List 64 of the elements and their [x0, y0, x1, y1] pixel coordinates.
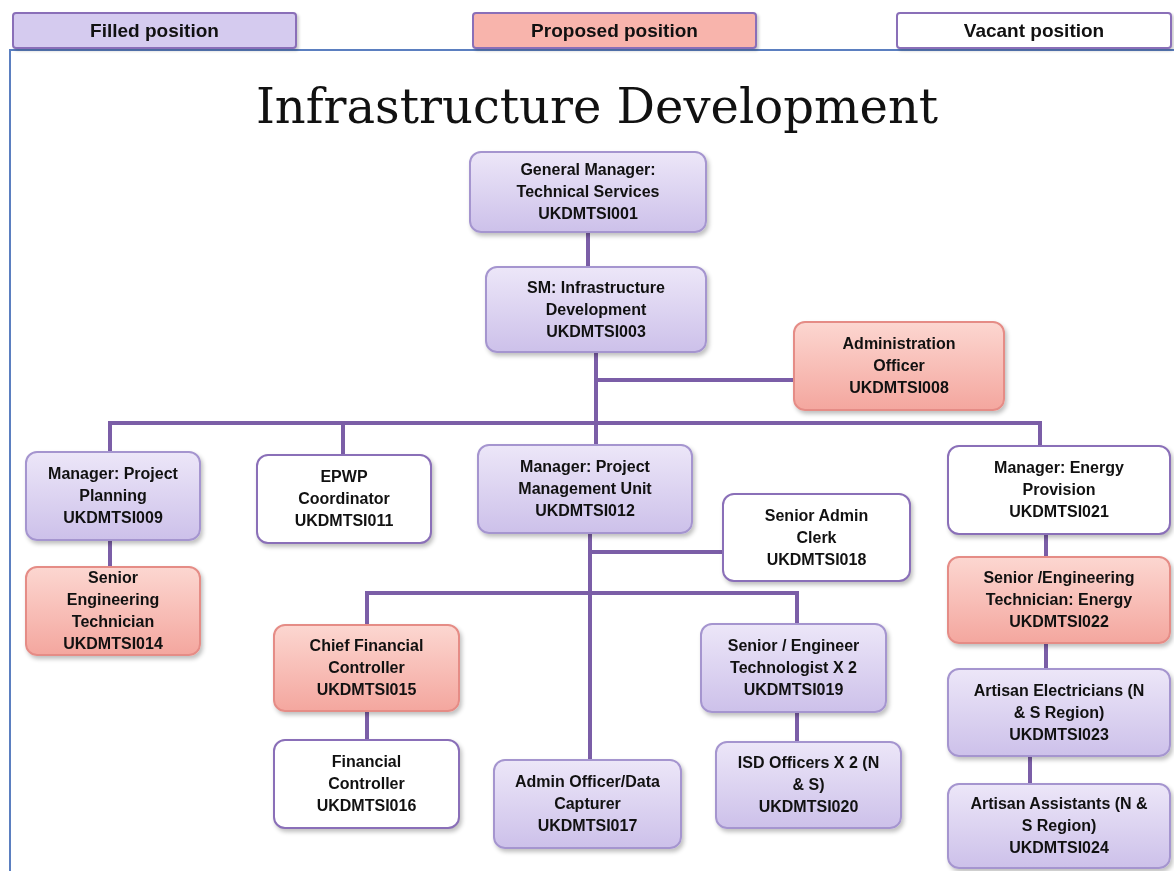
position-title: Senior Admin Clerk — [763, 505, 870, 548]
position-title: Admin Officer/Data Capturer — [515, 772, 660, 814]
position-box — [947, 556, 1171, 644]
position-title: Senior /Engineering Technician: Energy — [982, 568, 1136, 610]
position-code: UKDMTSI017 — [537, 816, 638, 836]
legend-label: Filled position — [90, 19, 219, 42]
position-box — [947, 668, 1171, 757]
position-code: UKDMTSI023 — [1009, 724, 1109, 745]
legend-label: Vacant position — [963, 19, 1105, 42]
position-box — [715, 741, 902, 829]
position-title: Manager: Project Planning — [47, 464, 179, 506]
position-box — [469, 151, 707, 233]
position-title: Senior Engineering Technician — [65, 568, 161, 632]
position-box — [947, 445, 1171, 535]
connector-line — [594, 353, 1042, 445]
position-box — [25, 566, 201, 656]
position-title: ISD Officers X 2 (N & S) — [737, 753, 880, 795]
position-title: Administration Officer — [841, 334, 957, 376]
position-code: UKDMTSI018 — [766, 549, 867, 570]
position-title: Artisan Assistants (N & S Region) — [969, 794, 1149, 836]
position-box — [485, 266, 707, 353]
position-code: UKDMTSI003 — [546, 321, 646, 342]
position-title: General Manager: Technical Services — [515, 160, 661, 202]
position-code: UKDMTSI024 — [1009, 838, 1109, 858]
position-box — [273, 624, 460, 712]
position-code: UKDMTSI021 — [1009, 502, 1109, 522]
connector-line — [1044, 644, 1048, 668]
position-box — [947, 783, 1171, 869]
position-box — [256, 454, 432, 544]
position-code: UKDMTSI008 — [849, 378, 949, 398]
position-code: UKDMTSI019 — [743, 680, 844, 700]
position-code: UKDMTSI001 — [538, 204, 638, 224]
position-code: UKDMTSI009 — [63, 508, 163, 528]
connector-line — [1044, 535, 1048, 556]
position-title: Manager: Energy Provision — [993, 458, 1125, 500]
position-code: UKDMTSI016 — [316, 796, 417, 816]
position-code: UKDMTSI020 — [758, 797, 859, 817]
position-title: Chief Financial Controller — [308, 636, 425, 678]
position-box — [273, 739, 460, 829]
position-box — [793, 321, 1005, 411]
position-box — [477, 444, 693, 534]
position-code: UKDMTSI012 — [535, 501, 635, 521]
position-code: UKDMTSI014 — [63, 634, 163, 654]
position-title: Financial Controller — [327, 752, 406, 794]
position-code: UKDMTSI011 — [294, 511, 394, 531]
position-title: Manager: Project Management Unit — [517, 457, 653, 499]
connector-line — [1028, 757, 1032, 783]
connector-line — [586, 233, 590, 266]
position-box — [25, 451, 201, 541]
position-box — [700, 623, 887, 713]
connector-line — [108, 541, 112, 566]
position-box — [493, 759, 682, 849]
connector-line — [365, 712, 369, 739]
position-title: Artisan Electricians (N & S Region) — [972, 680, 1146, 723]
position-title: EPWP Coordinator — [297, 467, 391, 509]
connector-line — [795, 713, 799, 741]
position-title: Senior / Engineer Technologist X 2 — [726, 636, 861, 678]
position-code: UKDMTSI015 — [316, 680, 417, 700]
position-title: SM: Infrastructure Development — [526, 277, 666, 320]
position-box — [722, 493, 911, 582]
position-code: UKDMTSI022 — [1009, 612, 1109, 632]
legend-label: Proposed position — [531, 19, 698, 42]
chart-title: Infrastructure Development — [254, 78, 940, 134]
connector-line — [588, 534, 799, 623]
